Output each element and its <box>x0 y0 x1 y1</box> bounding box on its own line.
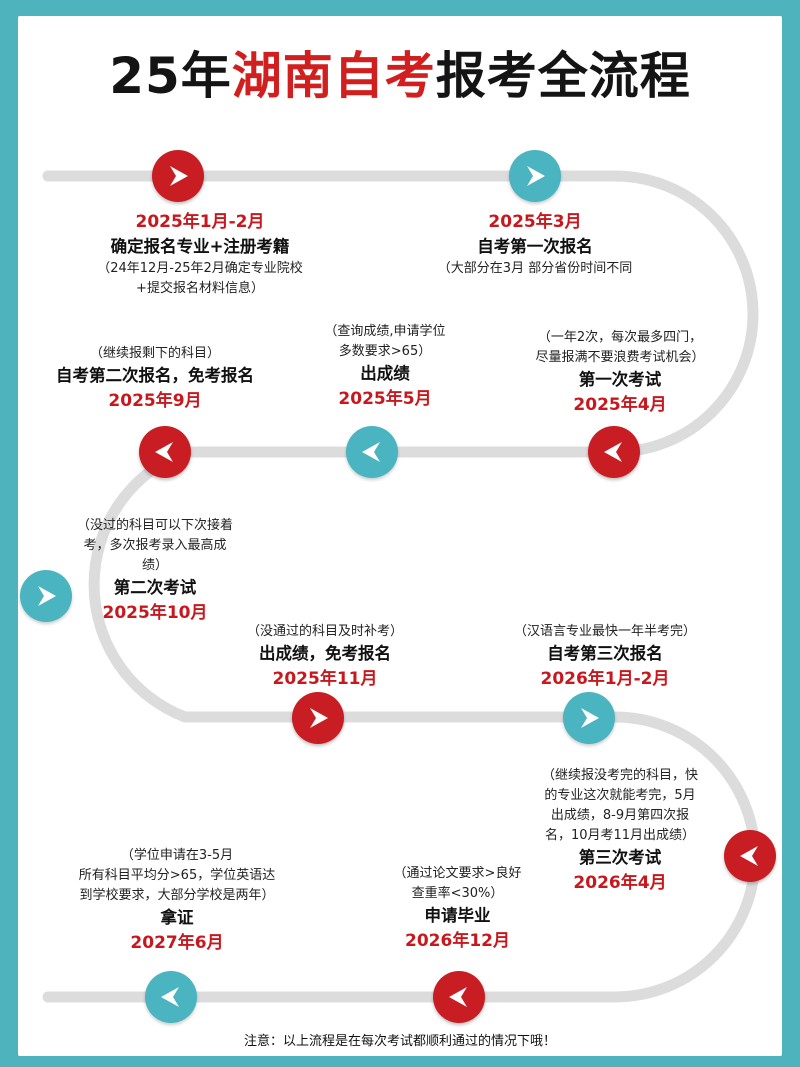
step-note-line: （没过的科目可以下次接着 <box>76 518 233 533</box>
step-note-line: 到学校要求，大部分学校是两年） <box>79 888 275 903</box>
step-heading: 拿证 <box>160 908 194 927</box>
node-step-3 <box>588 426 640 478</box>
step-heading: 自考第三次报名 <box>547 644 663 663</box>
step-note-line: （24年12月-25年2月确定专业院校 <box>97 261 303 276</box>
step-note-line: 绩） <box>141 558 168 573</box>
step-2-block: 2025年3月 自考第一次报名 （大部分在3月 部分省份时间不同 <box>400 209 670 279</box>
step-1-block: 2025年1月-2月 确定报名专业+注册考籍 （24年12月-25年2月确定专业… <box>40 209 360 299</box>
step-5-block: （继续报剩下的科目） 自考第二次报名，免考报名 2025年9月 <box>30 344 280 414</box>
step-heading: 出成绩，免考报名 <box>259 644 391 663</box>
step-note-line: 出成绩，8-9月第四次报 <box>550 808 690 823</box>
step-10-block: （通过论文要求>良好 查重率<30%） 申请毕业 2026年12月 <box>370 864 545 954</box>
step-6-block: （没过的科目可以下次接着 考，多次报考录入最高成 绩） 第二次考试 2025年1… <box>60 516 250 626</box>
step-note-line: 尽量报满不要浪费考试机会） <box>535 350 705 365</box>
step-note-line: 考，多次报考录入最高成 <box>83 538 227 553</box>
title-highlight: 湖南自考 <box>231 47 436 105</box>
footer-note: 注意：以上流程是在每次考试都顺利通过的情况下哦！ <box>243 1034 556 1049</box>
step-note-line: 多数要求>65） <box>338 344 432 359</box>
node-step-5 <box>139 426 191 478</box>
step-date: 2026年1月-2月 <box>540 669 670 689</box>
chevron-left-icon <box>362 442 380 462</box>
step-3-block: （一年2次，每次最多四门， 尽量报满不要浪费考试机会） 第一次考试 2025年4… <box>505 328 735 418</box>
node-step-11 <box>145 971 197 1023</box>
chevron-left-icon <box>155 442 173 462</box>
step-7-block: （没通过的科目及时补考） 出成绩，免考报名 2025年11月 <box>215 622 435 692</box>
node-step-7 <box>292 692 344 744</box>
step-note-line: 的专业这次就能考完，5月 <box>544 788 696 803</box>
chevron-left-icon <box>161 987 179 1007</box>
step-note-line: 查重率<30%） <box>411 886 504 901</box>
node-step-2 <box>509 150 561 202</box>
step-date: 2025年9月 <box>108 391 202 411</box>
step-heading: 申请毕业 <box>424 906 491 925</box>
step-note-line: 名，10月考11月出成绩） <box>544 828 696 843</box>
node-step-9 <box>724 830 776 882</box>
step-heading: 第一次考试 <box>578 370 662 389</box>
node-step-8 <box>563 692 615 744</box>
title-prefix: 25年 <box>109 47 232 105</box>
step-heading: 确定报名专业+注册考籍 <box>110 237 290 256</box>
step-heading: 自考第一次报名 <box>477 237 593 256</box>
step-note-line: （查询成绩,申请学位 <box>324 324 446 339</box>
step-note-line: （一年2次，每次最多四门， <box>537 330 703 345</box>
step-heading: 第三次考试 <box>578 848 662 867</box>
step-date: 2025年5月 <box>338 389 432 409</box>
poster-background <box>18 16 782 1056</box>
chevron-left-icon <box>604 442 622 462</box>
step-note-line: （继续报没考完的科目，快 <box>541 768 698 783</box>
step-date: 2025年10月 <box>102 603 208 623</box>
step-8-block: （汉语言专业最快一年半考完） 自考第三次报名 2026年1月-2月 <box>480 622 730 692</box>
step-date: 2025年11月 <box>272 669 378 689</box>
step-heading: 出成绩 <box>360 364 410 383</box>
step-date: 2025年4月 <box>573 395 667 415</box>
step-note-line: （汉语言专业最快一年半考完） <box>513 624 696 639</box>
title-suffix: 报考全流程 <box>435 47 691 105</box>
step-note-line: +提交报名材料信息） <box>136 281 264 296</box>
page-title: 25年湖南自考报考全流程 <box>0 46 800 106</box>
node-step-10 <box>433 971 485 1023</box>
chevron-left-icon <box>449 987 467 1007</box>
step-note-line: （没通过的科目及时补考） <box>246 624 403 639</box>
step-note-line: （继续报剩下的科目） <box>89 346 220 361</box>
step-note-line: （大部分在3月 部分省份时间不同 <box>437 261 633 276</box>
chevron-right-icon <box>527 166 545 186</box>
step-note-line: 所有科目平均分>65，学位英语达 <box>78 868 276 883</box>
chevron-right-icon <box>581 708 599 728</box>
node-step-6 <box>20 570 72 622</box>
step-date: 2027年6月 <box>130 933 224 953</box>
step-date: 2026年12月 <box>405 931 510 951</box>
step-9-block: （继续报没考完的科目，快 的专业这次就能考完，5月 出成绩，8-9月第四次报 名… <box>520 766 720 896</box>
chevron-right-icon <box>38 586 56 606</box>
node-step-4 <box>346 426 398 478</box>
step-11-block: （学位申请在3-5月 所有科目平均分>65，学位英语达 到学校要求，大部分学校是… <box>52 846 302 956</box>
chevron-left-icon <box>740 846 758 866</box>
step-note-line: （学位申请在3-5月 <box>120 848 234 863</box>
step-heading: 第二次考试 <box>113 578 197 597</box>
node-step-1 <box>152 150 204 202</box>
chevron-right-icon <box>310 708 328 728</box>
chevron-right-icon <box>170 166 188 186</box>
step-note-line: （通过论文要求>良好 <box>393 866 522 881</box>
step-date: 2025年3月 <box>488 212 582 232</box>
step-heading: 自考第二次报名，免考报名 <box>56 366 254 385</box>
step-date: 2026年4月 <box>573 873 667 893</box>
step-date: 2025年1月-2月 <box>135 212 265 232</box>
step-4-block: （查询成绩,申请学位 多数要求>65） 出成绩 2025年5月 <box>300 322 470 412</box>
